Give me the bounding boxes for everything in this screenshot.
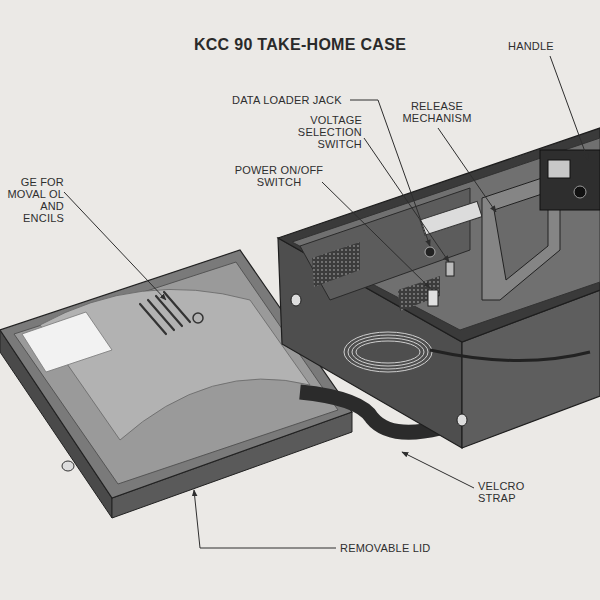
callout-label: GE FOR MOVAL OL AND ENCILS bbox=[2, 176, 64, 224]
callout-label: DATA LOADER JACK bbox=[232, 94, 352, 106]
leader-lines bbox=[64, 56, 588, 548]
callout-label: HANDLE bbox=[508, 40, 568, 52]
title: KCC 90 TAKE-HOME CASE bbox=[150, 36, 450, 54]
case-body bbox=[278, 128, 600, 448]
callout-label: VOLTAGE SELECTION SWITCH bbox=[290, 114, 362, 150]
callout-label: RELEASE MECHANISM bbox=[396, 100, 478, 124]
callout-label: VELCRO STRAP bbox=[478, 480, 538, 504]
callout-label: REMOVABLE LID bbox=[340, 542, 460, 554]
callout-label: POWER ON/OFF SWITCH bbox=[234, 164, 324, 188]
